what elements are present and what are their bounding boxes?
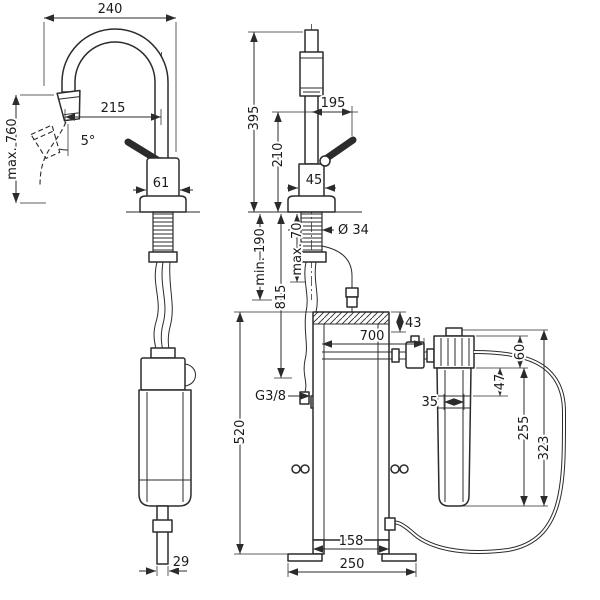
filter-head-side bbox=[140, 357, 186, 391]
supply-hoses-side bbox=[153, 261, 173, 361]
filter-hose-loop-inner bbox=[391, 351, 566, 553]
lever-handle-front bbox=[323, 136, 357, 162]
hose-length-filter-label: 700 bbox=[360, 329, 385, 344]
filter-connector-side bbox=[150, 347, 176, 359]
console-leg-left bbox=[312, 539, 325, 555]
feed-hose-coupling-a bbox=[345, 287, 359, 298]
top-offset-label: 43 bbox=[405, 316, 422, 331]
filter-head-front bbox=[433, 335, 475, 369]
max-counter-thickness-label: max. 70 bbox=[290, 222, 305, 275]
faucet-side-view: 240 215 max. 760 5° 61 bbox=[3, 0, 200, 576]
console-leg-right bbox=[377, 539, 390, 555]
dim-connection-thread: G3/8 bbox=[253, 387, 310, 406]
mounting-console bbox=[287, 311, 417, 562]
filter-clearance-label: 35 bbox=[421, 395, 438, 410]
dim-filter-clearance: 35 bbox=[419, 393, 465, 412]
escutcheon-side bbox=[139, 195, 187, 213]
filter-body-front bbox=[436, 367, 472, 507]
connection-thread-label: G3/8 bbox=[255, 389, 286, 404]
filter-feed-hose bbox=[321, 245, 353, 348]
threaded-shank-side bbox=[152, 211, 174, 253]
screw-hole-icon bbox=[399, 464, 409, 474]
pipe-fitting-a bbox=[391, 348, 400, 363]
dim-hose-length-below: 815 bbox=[272, 214, 292, 379]
dim-spout-reach: 240 bbox=[43, 0, 177, 152]
screw-hole-icon bbox=[291, 464, 301, 474]
console-plate bbox=[312, 311, 390, 541]
handle-reach-label: 195 bbox=[321, 96, 346, 111]
filter-neck-height-label: 47 bbox=[493, 374, 508, 391]
filter-total-height-label: 323 bbox=[537, 436, 552, 461]
dim-filter-body-height: 255 bbox=[462, 368, 548, 507]
spray-angle-label: 5° bbox=[81, 134, 96, 149]
min-installation-depth-label: min. 190 bbox=[253, 228, 268, 286]
dim-shank-diameter: Ø 34 bbox=[288, 221, 371, 240]
outlet-reach-label: 215 bbox=[101, 101, 126, 116]
filter-head-height-label: 60 bbox=[513, 344, 528, 361]
filter-cartridge-side bbox=[138, 347, 196, 565]
pipe-fitting-b bbox=[426, 348, 435, 363]
filter-body-height-label: 255 bbox=[517, 416, 532, 441]
gooseneck-spout bbox=[61, 28, 169, 163]
pressure-regulator bbox=[405, 341, 425, 369]
mounting-nut-side bbox=[148, 251, 178, 263]
dim-max-counter-thickness: max. 70 bbox=[288, 214, 307, 283]
dim-height-total: 395 bbox=[245, 31, 303, 212]
filter-body-side bbox=[138, 389, 192, 507]
loop-hose-connector bbox=[384, 517, 396, 531]
dim-outlet-reach: 215 bbox=[64, 99, 162, 125]
faucet-body-front bbox=[298, 163, 325, 199]
outlet-hose-side bbox=[156, 505, 169, 565]
console-top-bar bbox=[312, 311, 390, 325]
outlet-connector-side bbox=[152, 519, 173, 533]
escutcheon-front bbox=[287, 195, 336, 213]
height-total-label: 395 bbox=[247, 106, 262, 131]
outlet-hose-width-label: 29 bbox=[173, 555, 190, 570]
regulator-cap bbox=[410, 335, 420, 343]
foot-outer-width-label: 250 bbox=[340, 557, 365, 572]
foot-inner-width-label: 158 bbox=[339, 534, 364, 549]
dim-handle-reach: 195 bbox=[312, 94, 352, 116]
shank-diameter-label: Ø 34 bbox=[338, 223, 369, 238]
body-depth-label: 45 bbox=[306, 173, 323, 188]
dim-top-offset: 43 bbox=[391, 311, 424, 333]
dim-outlet-hose-width: 29 bbox=[139, 553, 191, 576]
spout-reach-label: 240 bbox=[98, 2, 123, 17]
dim-hose-length-filter: 700 bbox=[322, 327, 425, 350]
pullout-hose-dashed bbox=[39, 121, 67, 187]
dim-spray-angle: 5° bbox=[58, 124, 97, 156]
faucet-front-view: 395 210 195 45 Ø 34 min. 190 bbox=[231, 24, 567, 577]
feed-hose-coupling-b bbox=[346, 296, 358, 308]
spray-head-front bbox=[299, 51, 324, 97]
dim-filter-neck-height: 47 bbox=[473, 368, 510, 397]
dim-min-installation-depth: min. 190 bbox=[251, 214, 272, 301]
lever-pivot-front bbox=[319, 155, 331, 167]
console-foot-left bbox=[287, 553, 323, 562]
console-height-label: 520 bbox=[233, 420, 248, 445]
console-foot-right bbox=[381, 553, 417, 562]
hose-connector-a bbox=[299, 391, 310, 405]
filter-cap bbox=[445, 327, 463, 337]
spray-head-pulled-dashed bbox=[30, 124, 61, 160]
height-handle-label: 210 bbox=[271, 143, 286, 168]
max-pullout-label: max. 760 bbox=[5, 118, 20, 179]
hose-length-below-label: 815 bbox=[274, 285, 289, 310]
spout-column-front bbox=[304, 29, 319, 165]
dim-console-height: 520 bbox=[231, 311, 313, 555]
dim-foot-outer-width: 250 bbox=[287, 555, 417, 577]
body-width-label: 61 bbox=[153, 176, 170, 191]
filter-handle-side bbox=[184, 363, 196, 387]
dim-filter-total-height: 323 bbox=[462, 329, 554, 506]
dim-height-handle: 210 bbox=[269, 112, 288, 212]
filter-unit-front bbox=[433, 327, 475, 507]
dim-max-pullout: max. 760 bbox=[3, 94, 54, 204]
screw-hole-icon bbox=[300, 464, 310, 474]
dim-foot-inner-width: 158 bbox=[313, 532, 389, 553]
screw-hole-icon bbox=[390, 464, 400, 474]
dim-body-width: 61 bbox=[133, 174, 193, 194]
dim-body-depth: 45 bbox=[287, 171, 336, 192]
